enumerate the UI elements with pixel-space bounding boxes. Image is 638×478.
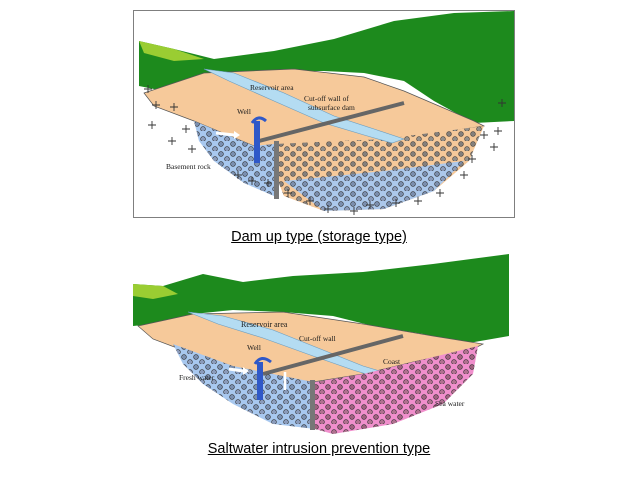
upstream-water	[194, 121, 274, 196]
groundwater-zone	[284, 161, 464, 211]
well-arrow	[253, 357, 272, 365]
label-cutoff: Cut-off wall	[299, 334, 336, 343]
well-pipe	[257, 362, 263, 400]
river	[203, 68, 405, 144]
light-green-patch	[133, 284, 178, 299]
cutoff-wall-front	[310, 380, 315, 430]
light-green-patch	[139, 41, 204, 61]
dam-up-diagram: Reservoir area Cut-off wall of subsurfac…	[133, 10, 515, 218]
label-well: Well	[237, 107, 251, 116]
caption-saltwater: Saltwater intrusion prevention type	[207, 441, 431, 457]
dam-up-illustration: Reservoir area Cut-off wall of subsurfac…	[139, 11, 514, 215]
hillside	[133, 254, 509, 344]
well-arrow	[250, 116, 267, 124]
sea-water-zone	[315, 346, 478, 434]
label-sea-water: Sea water	[435, 399, 465, 408]
caption-dam-up: Dam up type (storage type)	[231, 229, 407, 245]
fresh-water-zone	[173, 344, 315, 429]
basement-plus-signs	[144, 85, 506, 215]
label-cutoff-line2: subsurface dam	[308, 103, 355, 112]
saltwater-illustration: Reservoir area Cut-off wall Well Coast F…	[133, 254, 509, 434]
label-basement: Basement rock	[166, 162, 211, 171]
hillside	[139, 11, 514, 123]
cutoff-wall-front	[274, 141, 279, 199]
cutoff-wall-top	[262, 334, 404, 376]
well-pipe	[254, 121, 260, 163]
label-well: Well	[247, 343, 261, 352]
label-cutoff-line1: Cut-off wall of	[304, 94, 349, 103]
label-reservoir: Reservoir area	[250, 83, 294, 92]
cutoff-wall-top	[258, 101, 405, 143]
label-coast: Coast	[383, 357, 401, 366]
label-fresh-water: Fresh water	[179, 373, 215, 382]
saltwater-diagram: Reservoir area Cut-off wall Well Coast F…	[133, 254, 509, 436]
label-reservoir: Reservoir area	[241, 320, 288, 329]
